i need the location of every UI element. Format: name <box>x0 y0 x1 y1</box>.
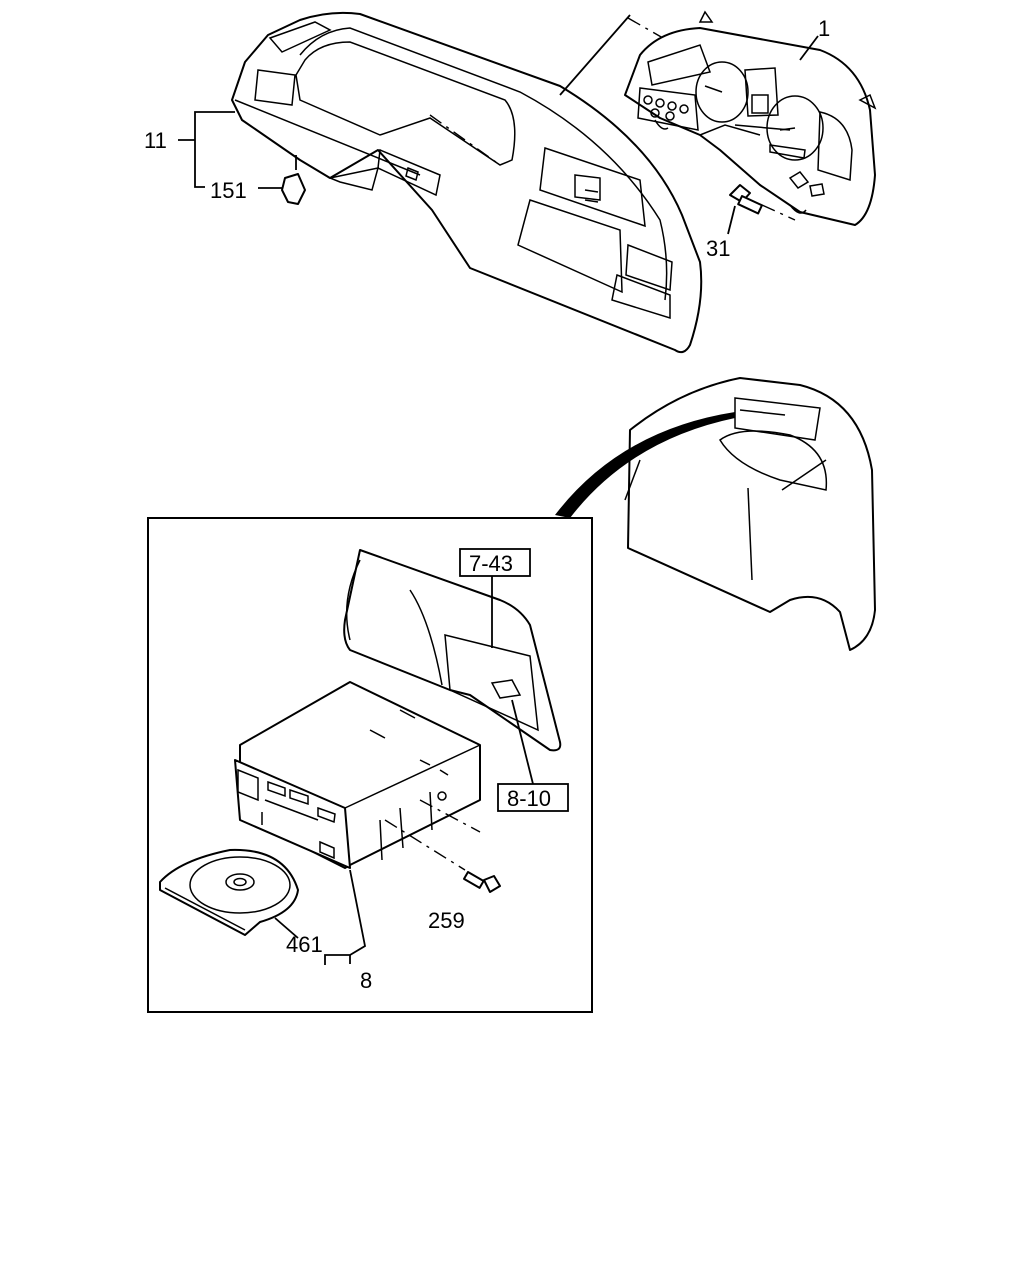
ref-743-box <box>459 548 531 577</box>
bezel-to-cluster-leader <box>559 14 631 96</box>
screw-31-leader <box>727 205 736 235</box>
screw-31-center-line <box>761 204 796 221</box>
callout-259: 259 <box>428 908 465 933</box>
audio-unit <box>234 681 481 869</box>
detail-frame <box>147 517 593 1013</box>
bracket-11-151 <box>194 111 235 188</box>
cab-outline <box>624 377 876 651</box>
callout-461: 461 <box>286 932 323 957</box>
ref-743-label: 7-43 <box>469 551 513 576</box>
dash-panel-section <box>343 549 562 752</box>
ref-810-box <box>497 783 569 812</box>
callout-1: 1 <box>818 16 830 41</box>
clip-151 <box>281 173 306 205</box>
bezel-center-line <box>429 114 501 166</box>
callout-31: 31 <box>706 236 730 261</box>
disc-tray <box>159 848 299 936</box>
callout-8: 8 <box>360 968 372 993</box>
screw-259-center-line <box>384 819 466 871</box>
callout-151: 151 <box>210 178 247 203</box>
callout-11: 11 <box>144 128 167 153</box>
mount-center-line <box>419 799 481 833</box>
instrument-cluster <box>624 10 877 226</box>
callout-swoosh <box>555 412 735 518</box>
ref-810-label: 8-10 <box>507 786 551 811</box>
disc-tray-leader <box>274 917 299 939</box>
bracket-461-8 <box>324 869 367 965</box>
screw-259 <box>463 870 501 893</box>
ref-810-leader <box>511 699 534 785</box>
screw-31 <box>729 184 763 215</box>
instrument-panel-bezel <box>231 11 703 354</box>
cluster-leader <box>799 35 819 61</box>
